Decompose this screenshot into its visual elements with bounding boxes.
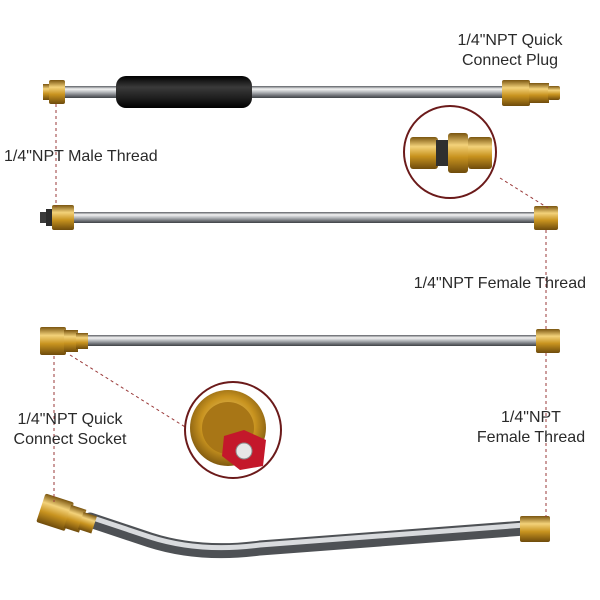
label-quick-connect-socket-line1: 1/4"NPT Quick — [17, 411, 123, 428]
label-male-thread: 1/4"NPT Male Thread — [4, 148, 158, 165]
label-quick-connect-socket-line2: Connect Socket — [13, 431, 127, 448]
bent-socket-fitting — [36, 493, 97, 534]
label-female-thread-2: 1/4"NPT Female Thread — [466, 408, 596, 448]
label-female-thread-1: 1/4"NPT Female Thread — [413, 275, 586, 292]
foam-grip — [116, 76, 252, 108]
female-thread-fitting-2 — [536, 329, 560, 353]
guide-lines — [53, 104, 549, 517]
label-quick-connect-plug: 1/4"NPT Quick Connect Plug — [430, 31, 590, 71]
female-thread-fitting — [534, 206, 558, 230]
wand-male-female — [40, 205, 558, 230]
wand-bent — [36, 493, 550, 559]
quick-connect-plug — [502, 80, 560, 106]
label-quick-connect-plug-line1: 1/4"NPT Quick — [457, 32, 563, 49]
wand-socket-female — [40, 327, 560, 355]
wand-with-grip — [43, 76, 560, 108]
zoom-male-thread — [403, 105, 497, 199]
label-female-thread-2-line2: Female Thread — [476, 429, 586, 446]
bent-female-fitting — [520, 516, 550, 542]
male-thread-end — [43, 80, 65, 104]
label-quick-connect-plug-line2: Connect Plug — [461, 52, 559, 69]
male-thread-fitting — [40, 205, 74, 230]
label-quick-connect-socket: 1/4"NPT Quick Connect Socket — [0, 410, 140, 450]
quick-connect-socket-fitting — [40, 327, 88, 355]
zoom-quick-connect-socket — [184, 381, 282, 479]
label-female-thread-2-line1: 1/4"NPT — [501, 409, 561, 426]
